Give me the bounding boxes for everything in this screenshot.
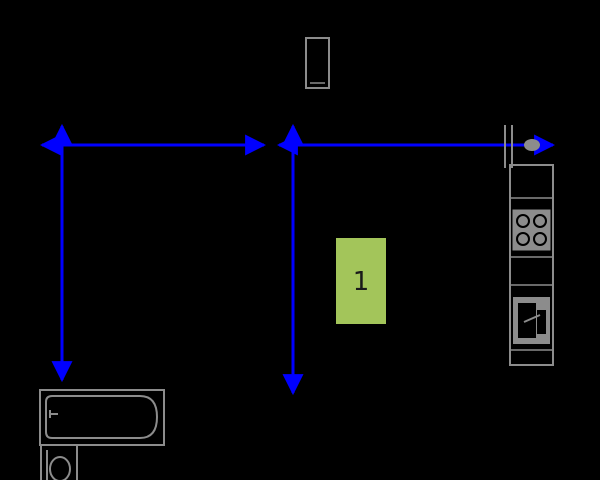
room-number: 1 (353, 267, 370, 297)
dimension-lines (39, 123, 556, 396)
room-marker: 1 (336, 238, 386, 324)
bathtub-icon (39, 389, 165, 446)
sink-icon (513, 297, 550, 344)
small-rect-fixture-icon (305, 37, 330, 89)
four-burner-icon (512, 209, 551, 251)
toilet-icon (40, 444, 78, 480)
counter-strip-icon (504, 125, 554, 366)
